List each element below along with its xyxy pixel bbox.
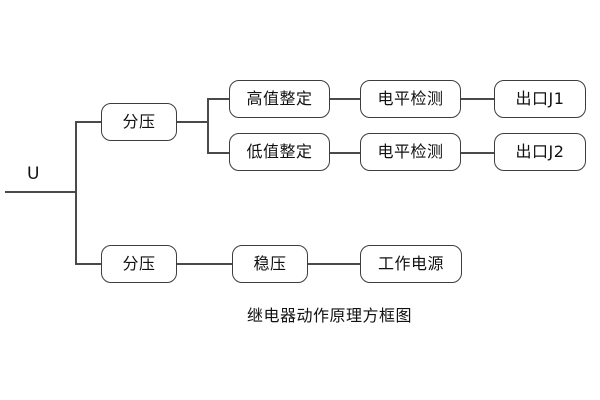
wire-split-to-high [207,98,230,100]
node-low-setting[interactable]: 低值整定 [229,133,330,171]
wire-divider-bot-to-reg [177,263,233,265]
wire-reg-to-supply [308,263,361,265]
wire-trunk-to-divider-top [75,121,102,123]
diagram-caption: 继电器动作原理方框图 [247,306,413,325]
wire-detect1-to-j1 [461,98,495,100]
node-high-setting[interactable]: 高值整定 [229,80,330,118]
wire-trunk-vertical [75,121,77,264]
node-output-j1[interactable]: 出口J1 [494,80,586,118]
node-divider-top[interactable]: 分压 [101,103,177,141]
wire-trunk-to-divider-bot [75,263,102,265]
input-voltage-label: U [27,164,40,184]
node-divider-bottom[interactable]: 分压 [101,245,177,283]
wire-split-vertical [207,98,209,153]
node-output-j2[interactable]: 出口J2 [494,133,586,171]
wire-low-to-detect2 [330,152,361,154]
node-level-detect-1[interactable]: 电平检测 [360,80,461,118]
node-level-detect-2[interactable]: 电平检测 [360,133,461,171]
wire-divider-top-to-split [177,121,209,123]
wire-detect2-to-j2 [461,152,495,154]
node-working-supply[interactable]: 工作电源 [360,245,462,283]
wire-high-to-detect1 [330,98,361,100]
wire-split-to-low [207,152,230,154]
wire-input-line [5,191,76,193]
node-regulator[interactable]: 稳压 [232,245,308,283]
